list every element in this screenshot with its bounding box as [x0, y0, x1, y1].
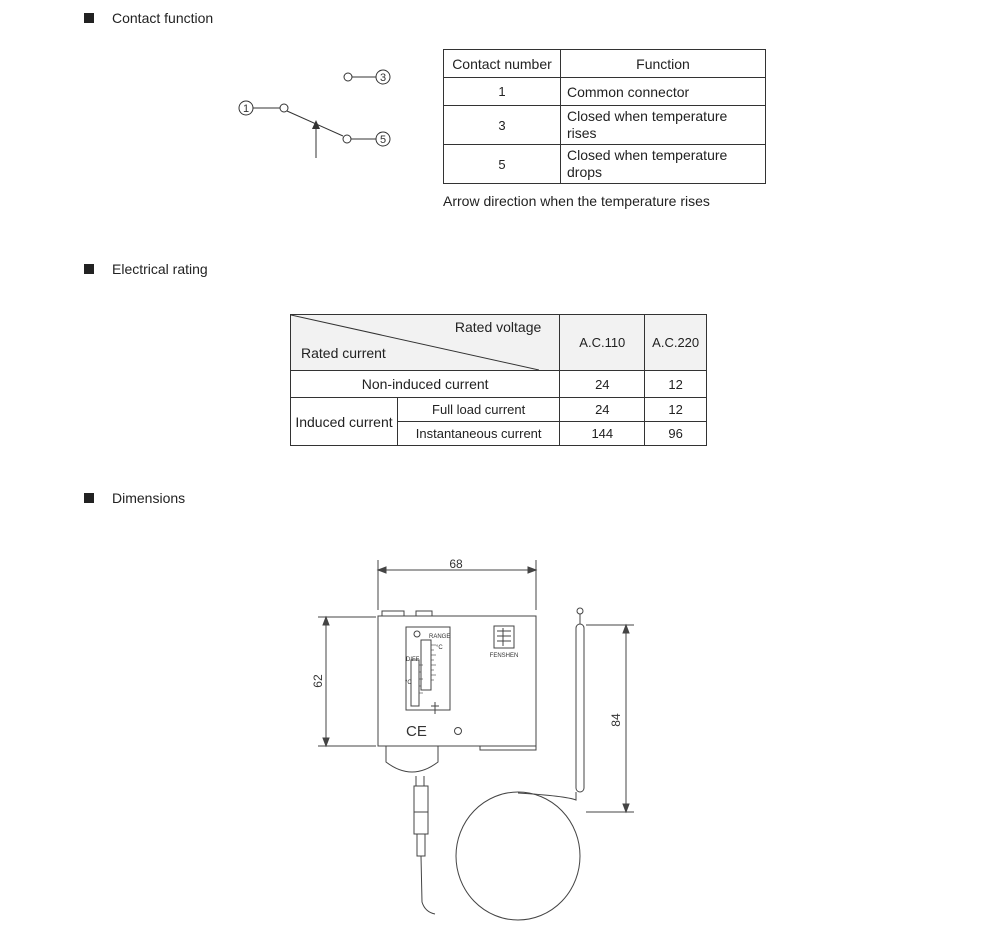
ce-mark-icon: CE: [406, 723, 427, 740]
column-header: A.C.220: [644, 314, 707, 371]
row-label: Non-induced current: [289, 370, 561, 398]
contact-number: 5: [443, 144, 561, 184]
diff-label: DIFF: [406, 657, 420, 663]
table-row: Non-induced current 24 12: [289, 370, 707, 398]
square-bullet-icon: [84, 264, 94, 274]
rated-current-label: Rated current: [301, 345, 386, 361]
contact-function-table: Contact number Function 1 Common connect…: [443, 49, 766, 184]
square-bullet-icon: [84, 493, 94, 503]
capillary-coil: [455, 791, 581, 921]
electrical-rating-table: Rated voltage Rated current A.C.110 A.C.…: [289, 314, 707, 446]
section-title: Electrical rating: [112, 261, 208, 277]
table-cell: 12: [644, 397, 707, 422]
terminal-5-marker: [375, 131, 391, 147]
contact-function: Closed when temperature rises: [560, 105, 766, 145]
dimension-bulb-length-label: 84: [609, 713, 623, 727]
range-label: RANGE: [429, 634, 450, 640]
contact-function: Closed when temperature drops: [560, 144, 766, 184]
terminal-1-label: 1: [243, 103, 249, 115]
contact-number: 3: [443, 105, 561, 145]
rated-voltage-label: Rated voltage: [454, 319, 542, 335]
column-header: A.C.110: [559, 314, 646, 371]
unit-label-diff: °C: [405, 680, 412, 686]
brand-label: FENSHEN: [490, 653, 519, 659]
row-sublabel: Instantaneous current: [396, 421, 561, 446]
row-sublabel: Full load current: [396, 397, 561, 422]
table-cell: 12: [644, 370, 707, 398]
contact-switch-diagram: 3 1 5: [238, 69, 391, 158]
table-cell: 24: [559, 397, 646, 422]
terminal-5-label: 5: [380, 134, 386, 146]
contact-function: Common connector: [560, 77, 766, 106]
contact-5-point: [342, 134, 352, 144]
unit-label-range: °C: [436, 645, 443, 651]
square-bullet-icon: [84, 13, 94, 23]
section-heading-electrical: Electrical rating: [84, 261, 208, 277]
brand-logo-box: [493, 625, 515, 649]
table-cell: 144: [559, 421, 646, 446]
table-row: Induced current Full load current 24 12: [290, 397, 707, 446]
dimension-height-label: 62: [311, 674, 325, 688]
housing-body: [377, 615, 537, 747]
section-heading-dimensions: Dimensions: [84, 490, 185, 506]
contact-3-point: [343, 72, 353, 82]
table-row: Instantaneous current 144 96: [291, 421, 707, 446]
table-cell: 24: [559, 370, 646, 398]
section-title: Contact function: [112, 10, 214, 26]
table-row: 5 Closed when temperature drops: [443, 144, 766, 184]
terminal-3-label: 3: [380, 72, 386, 84]
column-header: Function: [560, 49, 766, 78]
scale-window: [405, 626, 451, 711]
thermostat-dimension-drawing: 68 62 84 RANGE DIFF °C °C FENSHEN CE: [311, 557, 634, 921]
column-header: Contact number: [443, 49, 561, 78]
table-cell: 96: [644, 421, 707, 446]
table-row: 3 Closed when temperature rises: [443, 105, 766, 145]
section-title: Dimensions: [112, 490, 186, 506]
diagonal-header-cell: Rated voltage Rated current: [289, 314, 561, 371]
contact-number: 1: [443, 77, 561, 106]
arrow-direction-note: Arrow direction when the temperature ris…: [443, 193, 710, 209]
ground-icon: [454, 727, 462, 735]
table-row: 1 Common connector: [443, 77, 766, 106]
row-label: Induced current: [290, 397, 398, 446]
sensor-bulb: [575, 623, 585, 793]
section-heading-contact: Contact function: [84, 10, 213, 26]
pivot-point: [279, 103, 289, 113]
dimension-width-label: 68: [449, 557, 463, 571]
